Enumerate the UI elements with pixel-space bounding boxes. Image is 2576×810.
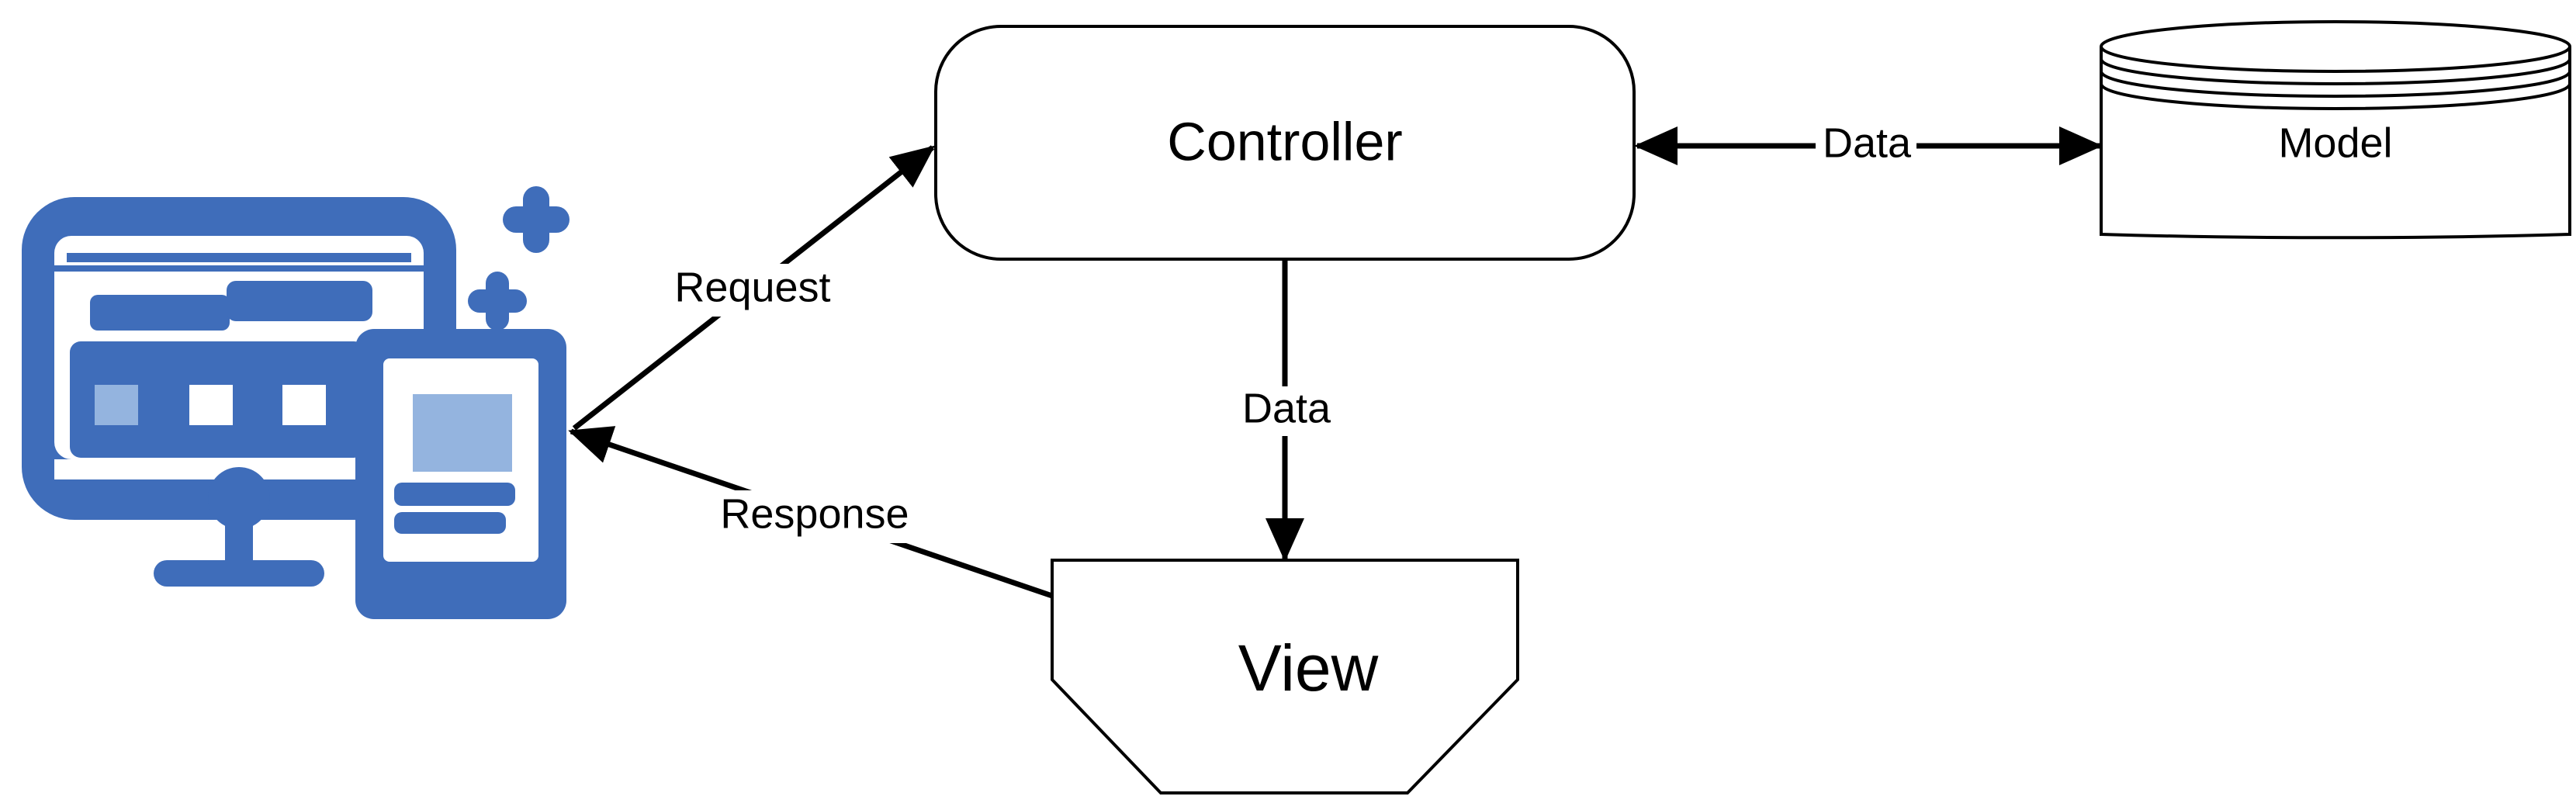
responsive-devices-icon (22, 186, 570, 619)
model-node: Model (2100, 20, 2571, 240)
monitor-icon (22, 197, 456, 587)
response-label: Response (720, 490, 909, 537)
model-label: Model (2278, 119, 2392, 166)
request-label: Request (674, 264, 830, 310)
controller-view-data-label: Data (1242, 385, 1331, 431)
view-label: View (1238, 632, 1379, 704)
phone-icon (355, 329, 566, 619)
controller-node: Controller (934, 25, 1636, 261)
controller-label: Controller (1167, 111, 1402, 171)
controller-model-data-label: Data (1823, 119, 1912, 166)
view-node: View (1051, 559, 1519, 794)
sparkle-icon (468, 186, 570, 331)
